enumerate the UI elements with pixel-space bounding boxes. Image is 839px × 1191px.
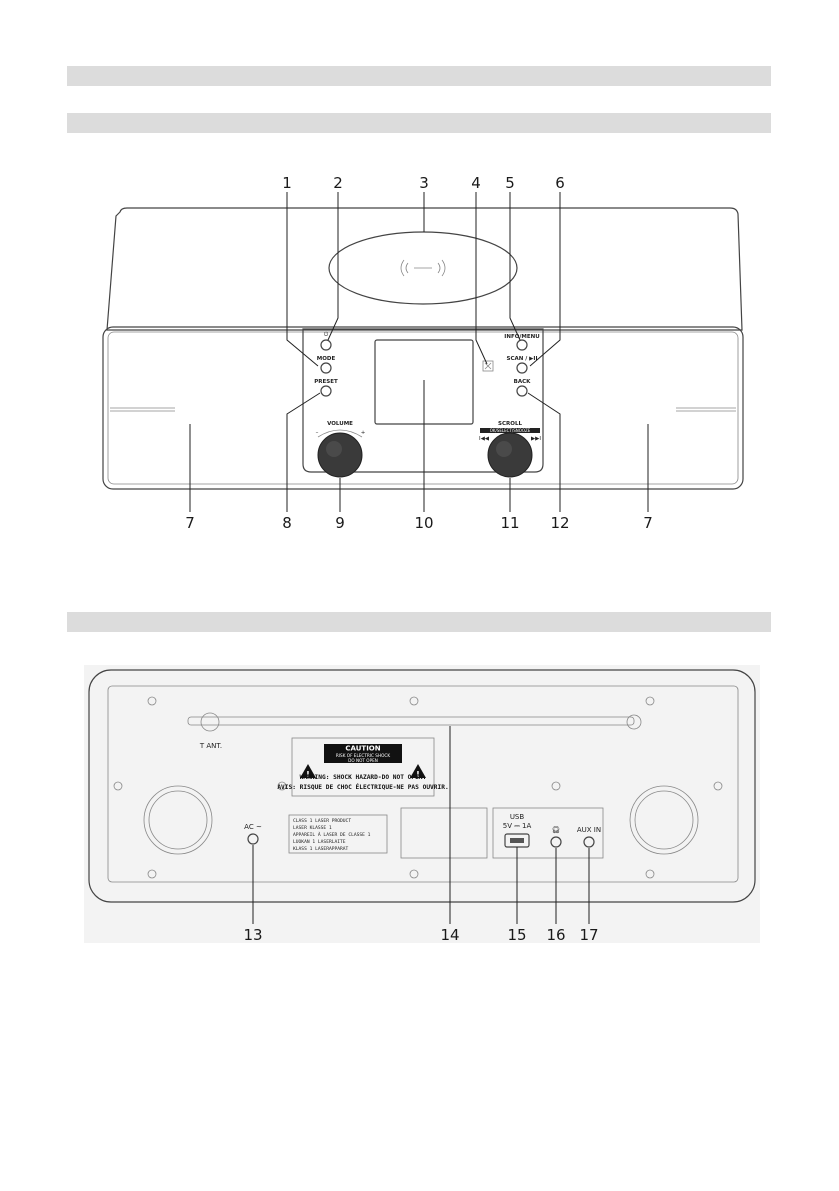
aux-in-jack[interactable]	[583, 836, 595, 848]
laser-product-label	[288, 814, 388, 854]
laser-line-4: LUOKAN 1 LASERLAITE	[293, 839, 346, 845]
power-icon: ⏻	[324, 331, 329, 338]
callout-14: 14	[440, 926, 459, 944]
device-front-face	[102, 326, 744, 490]
telescopic-antenna	[187, 716, 635, 726]
volume-minus-label: –	[316, 430, 319, 436]
scroll-sub-label: OK/SELECT/SNOOZE	[490, 428, 531, 433]
prev-label: I◀◀	[479, 436, 490, 442]
mode-label: MODE	[317, 356, 336, 362]
caution-title: CAUTION	[345, 745, 380, 753]
volume-label: VOLUME	[327, 421, 353, 427]
info-menu-button[interactable]	[516, 339, 528, 351]
callout-2: 2	[333, 174, 343, 192]
power-button[interactable]	[320, 339, 332, 351]
antenna-label: T ANT.	[199, 742, 222, 750]
svg-text:!: !	[416, 770, 420, 779]
callout-1: 1	[282, 174, 292, 192]
usb-label: USB	[510, 813, 525, 821]
volume-plus-label: +	[361, 430, 366, 436]
control-panel	[302, 328, 544, 473]
rear-panel	[107, 685, 739, 883]
scan-play-button[interactable]	[516, 362, 528, 374]
headphone-jack[interactable]	[550, 836, 562, 848]
callout-8: 8	[282, 514, 292, 532]
blank-plate	[400, 807, 488, 859]
scan-label: SCAN / ▶II	[506, 356, 537, 362]
wireless-charging-pad	[328, 231, 518, 305]
callout-7-right: 7	[643, 514, 653, 532]
warning-fr: AVIS: RISQUE DE CHOC ÉLECTRIQUE-NE PAS O…	[277, 782, 448, 791]
header-bar-2	[67, 113, 771, 133]
info-menu-label: INFO/MENU	[504, 334, 539, 340]
rear-outer-shell	[88, 669, 756, 903]
preset-label: PRESET	[314, 379, 338, 385]
usb-rating: 5V ⎓ 1A	[503, 822, 532, 830]
laser-line-5: KLASS 1 LASERAPPARAT	[293, 846, 349, 852]
back-label: BACK	[514, 379, 531, 385]
callout-13: 13	[243, 926, 262, 944]
front-view: ⏻ MODE PRESET INFO/MENU SCAN / ▶II BACK …	[102, 174, 744, 532]
callout-9: 9	[335, 514, 345, 532]
laser-line-2: LASER KLASSE 1	[293, 825, 332, 831]
callout-12: 12	[550, 514, 569, 532]
laser-line-1: CLASS 1 LASER PRODUCT	[293, 818, 351, 824]
caution-label	[291, 737, 435, 797]
callout-4: 4	[471, 174, 481, 192]
warning-en: WARNING: SHOCK HAZARD-DO NOT OPEN.	[300, 774, 427, 781]
connector-panel	[492, 807, 604, 859]
device-top-body	[106, 207, 743, 331]
svg-text:!: !	[306, 770, 310, 779]
callout-16: 16	[546, 926, 565, 944]
back-button[interactable]	[516, 385, 528, 397]
callout-6: 6	[555, 174, 565, 192]
rear-background	[84, 665, 760, 943]
laser-line-3: APPAREIL À LASER DE CLASSE 1	[293, 831, 371, 838]
screws	[113, 696, 723, 879]
light-sensor	[482, 360, 494, 372]
volume-knob[interactable]	[317, 432, 363, 478]
callout-10: 10	[414, 514, 433, 532]
left-bass-port	[143, 785, 213, 855]
callout-5: 5	[505, 174, 515, 192]
callout-17: 17	[579, 926, 598, 944]
ac-input-socket[interactable]	[247, 833, 259, 845]
callout-11: 11	[500, 514, 519, 532]
preset-button[interactable]	[320, 385, 332, 397]
headphone-icon: 🎧︎	[552, 826, 561, 834]
scroll-label: SCROLL	[498, 421, 522, 427]
callout-7-left: 7	[185, 514, 195, 532]
callout-15: 15	[507, 926, 526, 944]
mode-button[interactable]	[320, 362, 332, 374]
rear-view: T ANT. ! ! CAUTION RISK OF ELECTRIC SHOC…	[84, 665, 760, 944]
aux-label: AUX IN	[577, 826, 601, 834]
caution-line1: RISK OF ELECTRIC SHOCK	[336, 753, 390, 758]
caution-line2: DO NOT OPEN	[348, 758, 378, 763]
scroll-knob[interactable]	[487, 432, 533, 478]
callout-3: 3	[419, 174, 429, 192]
ac-label: AC ~	[244, 823, 262, 831]
header-bar-1	[67, 66, 771, 86]
wireless-charging-icon	[400, 259, 446, 277]
next-label: ▶▶I	[531, 436, 541, 442]
header-bar-3	[67, 612, 771, 632]
right-bass-port	[629, 785, 699, 855]
